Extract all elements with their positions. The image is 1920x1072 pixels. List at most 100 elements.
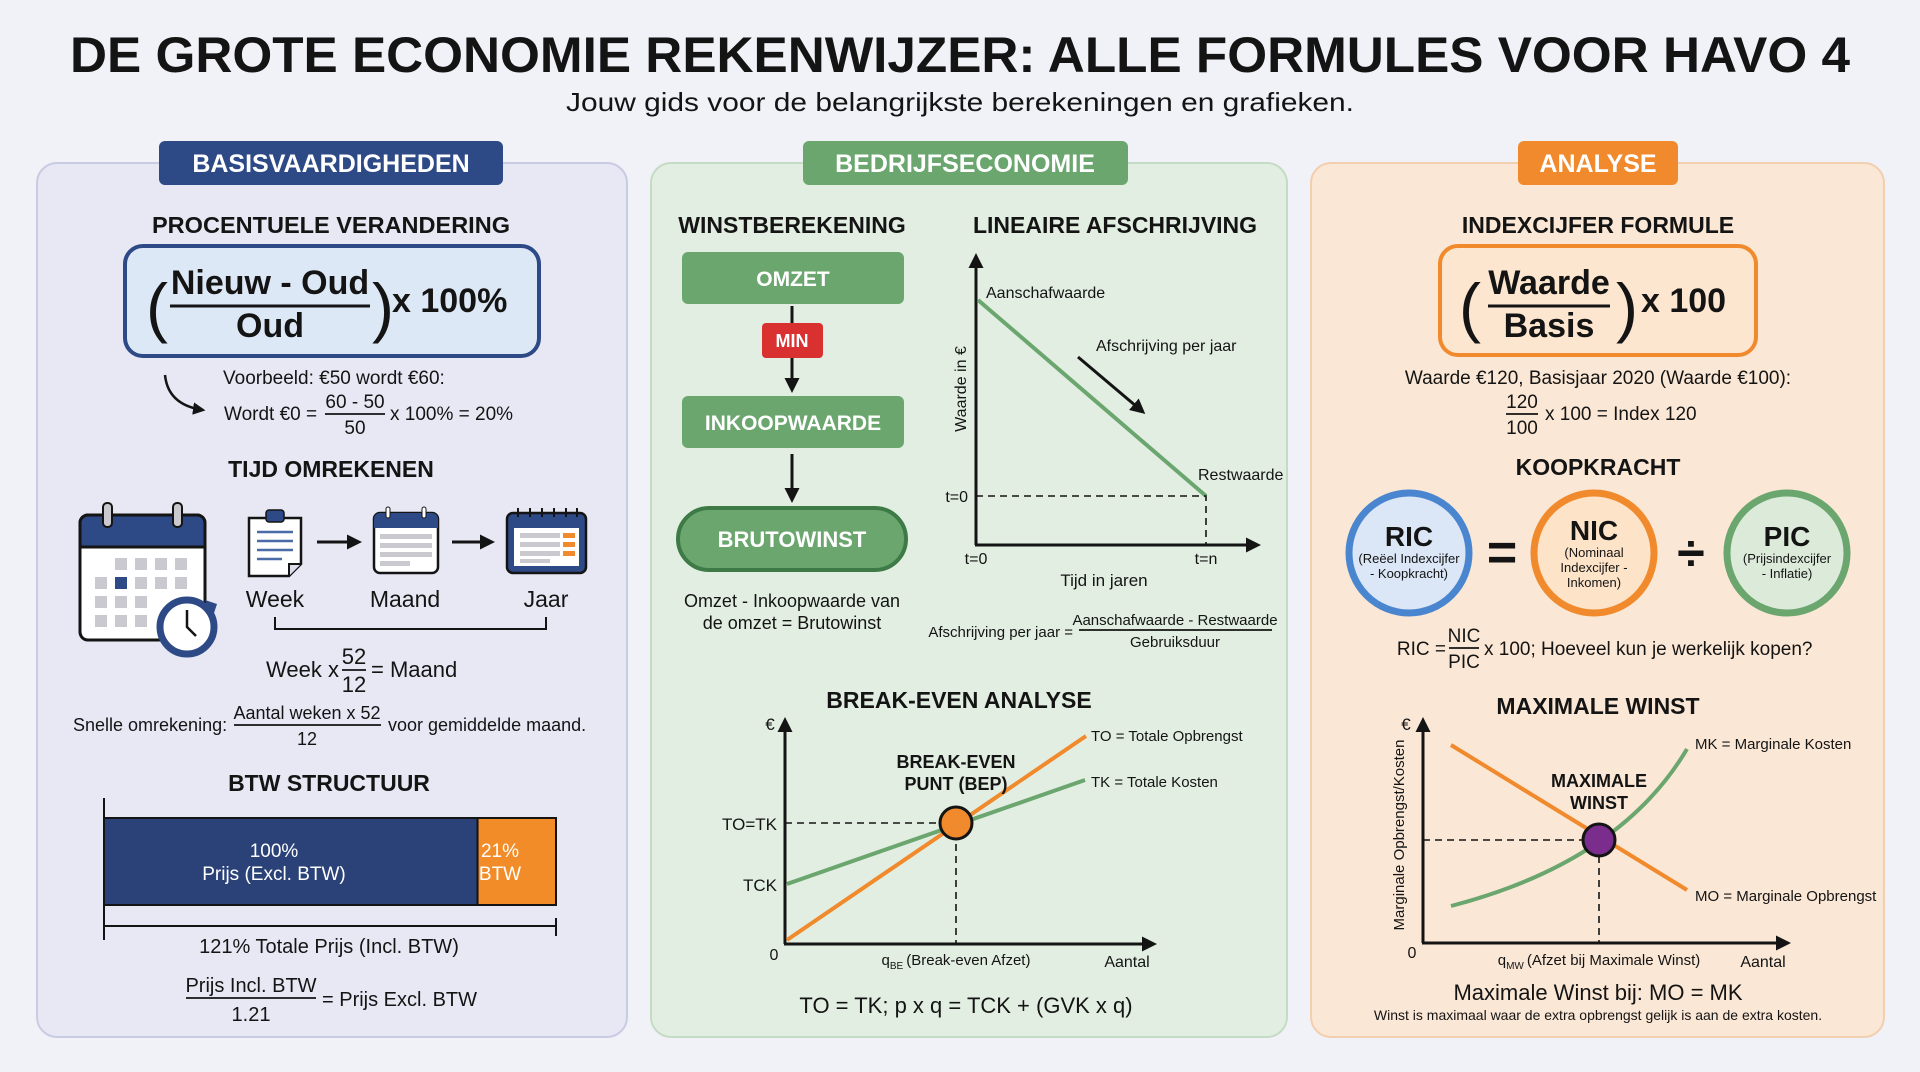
ric-sub2: - Koopkracht) — [1370, 566, 1448, 581]
bep-label-1: BREAK-EVEN — [896, 752, 1015, 772]
index-multiplier: x 100 — [1641, 282, 1726, 320]
breakeven-title: BREAK-EVEN ANALYSE — [826, 687, 1091, 713]
btw-vat-pct: 21% — [481, 841, 519, 862]
origin-label: 0 — [1408, 945, 1417, 962]
max-label-1: MAXIMALE — [1551, 771, 1647, 791]
btw-total-label: 121% Totale Prijs (Incl. BTW) — [199, 936, 459, 958]
breakeven-graph: € 0 TO=TK TCK BREAK-EVEN PUNT (BEP) TO =… — [722, 715, 1243, 972]
procent-formula-box: ( ) Nieuw - Oud Oud x 100% — [123, 244, 541, 358]
afschrijving-formula-prefix: Afschrijving per jaar = — [928, 624, 1073, 641]
btw-total-bracket — [104, 918, 557, 936]
index-numerator: Waarde — [1488, 264, 1610, 302]
badge-basis-label: BASISVAARDIGHEDEN — [192, 150, 469, 178]
nic-sub3: Inkomen) — [1567, 575, 1621, 590]
max-label-2: WINST — [1570, 793, 1628, 813]
inkoopwaarde-label: INKOOPWAARDE — [705, 412, 881, 435]
btw-base-label: Prijs (Excl. BTW) — [202, 864, 346, 885]
guide-lines — [1423, 839, 1600, 943]
arrow-icon — [1077, 355, 1146, 414]
koopkracht-formula-den: PIC — [1448, 652, 1480, 673]
y-label: Marginale Opbrengst/Kosten — [1391, 740, 1408, 931]
winst-caption-1: Omzet - Inkoopwaarde van — [684, 591, 900, 611]
btw-title: BTW STRUCTUUR — [228, 770, 430, 796]
tijd-label-maand: Maand — [370, 586, 440, 612]
index-denominator: Basis — [1504, 307, 1595, 345]
divide-sign: ÷ — [1677, 525, 1704, 581]
maxwinst-graph: € 0 Marginale Opbrengst/Kosten MAXIMALE … — [1391, 715, 1877, 972]
origin-label: 0 — [770, 947, 779, 964]
nic-sub1: (Nominaal — [1564, 545, 1623, 560]
tijd-quick-suffix: voor gemiddelde maand. — [388, 715, 586, 735]
min-badge: MIN — [762, 323, 823, 358]
procent-multiplier: x 100% — [392, 282, 507, 320]
maxwinst-rule: Maximale Winst bij: MO = MK — [1453, 980, 1742, 1005]
x-label: Aantal — [1740, 954, 1785, 971]
y-tick-tck: TCK — [743, 876, 778, 895]
tijd-label-week: Week — [246, 586, 305, 612]
breakeven-formula: TO = TK; p x q = TCK + (GVK x q) — [799, 993, 1132, 1018]
x-tick-qbe: qBE(Break-even Afzet) — [882, 952, 1031, 972]
to-label: TO = Totale Opbrengst — [1091, 728, 1243, 745]
ric-sub1: (Reëel Indexcijfer — [1358, 551, 1460, 566]
afschrijving-title: LINEAIRE AFSCHRIJVING — [973, 212, 1257, 238]
badge-bedrijf-label: BEDRIJFSECONOMIE — [835, 150, 1095, 178]
maxwinst-title: MAXIMALE WINST — [1496, 693, 1699, 719]
index-example-den: 100 — [1506, 418, 1538, 439]
start-label: Aanschafwaarde — [986, 285, 1105, 302]
pic-sub1: (Prijsindexcijfer — [1743, 551, 1832, 566]
break-even-point — [938, 805, 974, 841]
tijd-formula-prefix: Week x — [266, 657, 339, 682]
tijd-quick-prefix: Snelle omrekening: — [73, 715, 227, 735]
pic-sub2: - Inflatie) — [1762, 566, 1813, 581]
nic-circle: NIC (Nominaal Indexcijfer - Inkomen) — [1530, 489, 1658, 617]
x-tick-qmw: qMW(Afzet bij Maximale Winst) — [1498, 952, 1701, 972]
y-symbol: € — [765, 715, 775, 734]
btw-vat-label: BTW — [479, 864, 521, 885]
x-tick-start: t=0 — [965, 551, 988, 568]
depreciation-line — [976, 298, 1208, 498]
paren-close: ) — [372, 270, 394, 344]
brutowinst-box: BRUTOWINST — [676, 506, 908, 572]
procent-numerator: Nieuw - Oud — [171, 264, 369, 302]
btw-formula-suffix: = Prijs Excl. BTW — [322, 989, 477, 1011]
index-title: INDEXCIJFER FORMULE — [1462, 212, 1734, 238]
calendar-month-icon — [372, 506, 440, 575]
koopkracht-title: KOOPKRACHT — [1516, 454, 1681, 480]
calendar-year-icon — [505, 508, 588, 575]
nic-sub2: Indexcijfer - — [1560, 560, 1627, 575]
bep-label-2: PUNT (BEP) — [905, 774, 1008, 794]
tijd-quick-num: Aantal weken x 52 — [233, 703, 380, 723]
procent-example-den: 50 — [344, 418, 365, 439]
tijd-title: TIJD OMREKENEN — [228, 456, 434, 482]
procent-example-line1: Voorbeeld: €50 wordt €60: — [223, 368, 445, 389]
badge-bedrijf: BEDRIJFSECONOMIE — [803, 141, 1128, 185]
koopkracht-formula-num: NIC — [1448, 626, 1481, 647]
btw-formula-num: Prijs Incl. BTW — [185, 975, 316, 997]
mo-line — [1449, 743, 1689, 892]
omzet-label: OMZET — [756, 268, 830, 291]
end-label: Restwaarde — [1198, 467, 1283, 484]
winst-title: WINSTBEREKENING — [678, 212, 905, 238]
paren-close: ) — [1616, 270, 1638, 344]
btw-bar-base — [103, 817, 479, 906]
mk-label: MK = Marginale Kosten — [1695, 736, 1851, 753]
clipboard-icon — [247, 509, 303, 578]
mo-label: MO = Marginale Opbrengst — [1695, 888, 1877, 905]
afschrijving-graph: Aanschafwaarde Afschrijving per jaar Res… — [945, 253, 1283, 590]
afschrijving-formula-num: Aanschafwaarde - Restwaarde — [1072, 612, 1277, 629]
brutowinst-label: BRUTOWINST — [718, 527, 867, 552]
badge-basis: BASISVAARDIGHEDEN — [159, 141, 503, 185]
badge-analyse: ANALYSE — [1518, 141, 1678, 185]
arrow-label: Afschrijving per jaar — [1096, 338, 1237, 355]
koopkracht-formula-prefix: RIC = — [1397, 639, 1446, 660]
ric-circle: RIC (Reëel Indexcijfer - Koopkracht) — [1345, 489, 1473, 617]
tijd-formula-den: 12 — [342, 672, 366, 697]
x-tick-end: t=n — [1195, 551, 1218, 568]
omzet-box: OMZET — [682, 252, 904, 304]
btw-formula-den: 1.21 — [232, 1004, 271, 1026]
x-label: Tijd in jaren — [1060, 571, 1147, 590]
min-label: MIN — [776, 331, 809, 351]
y-label: Waarde in € — [953, 346, 970, 432]
procent-example-prefix: Wordt €0 = — [224, 404, 317, 425]
